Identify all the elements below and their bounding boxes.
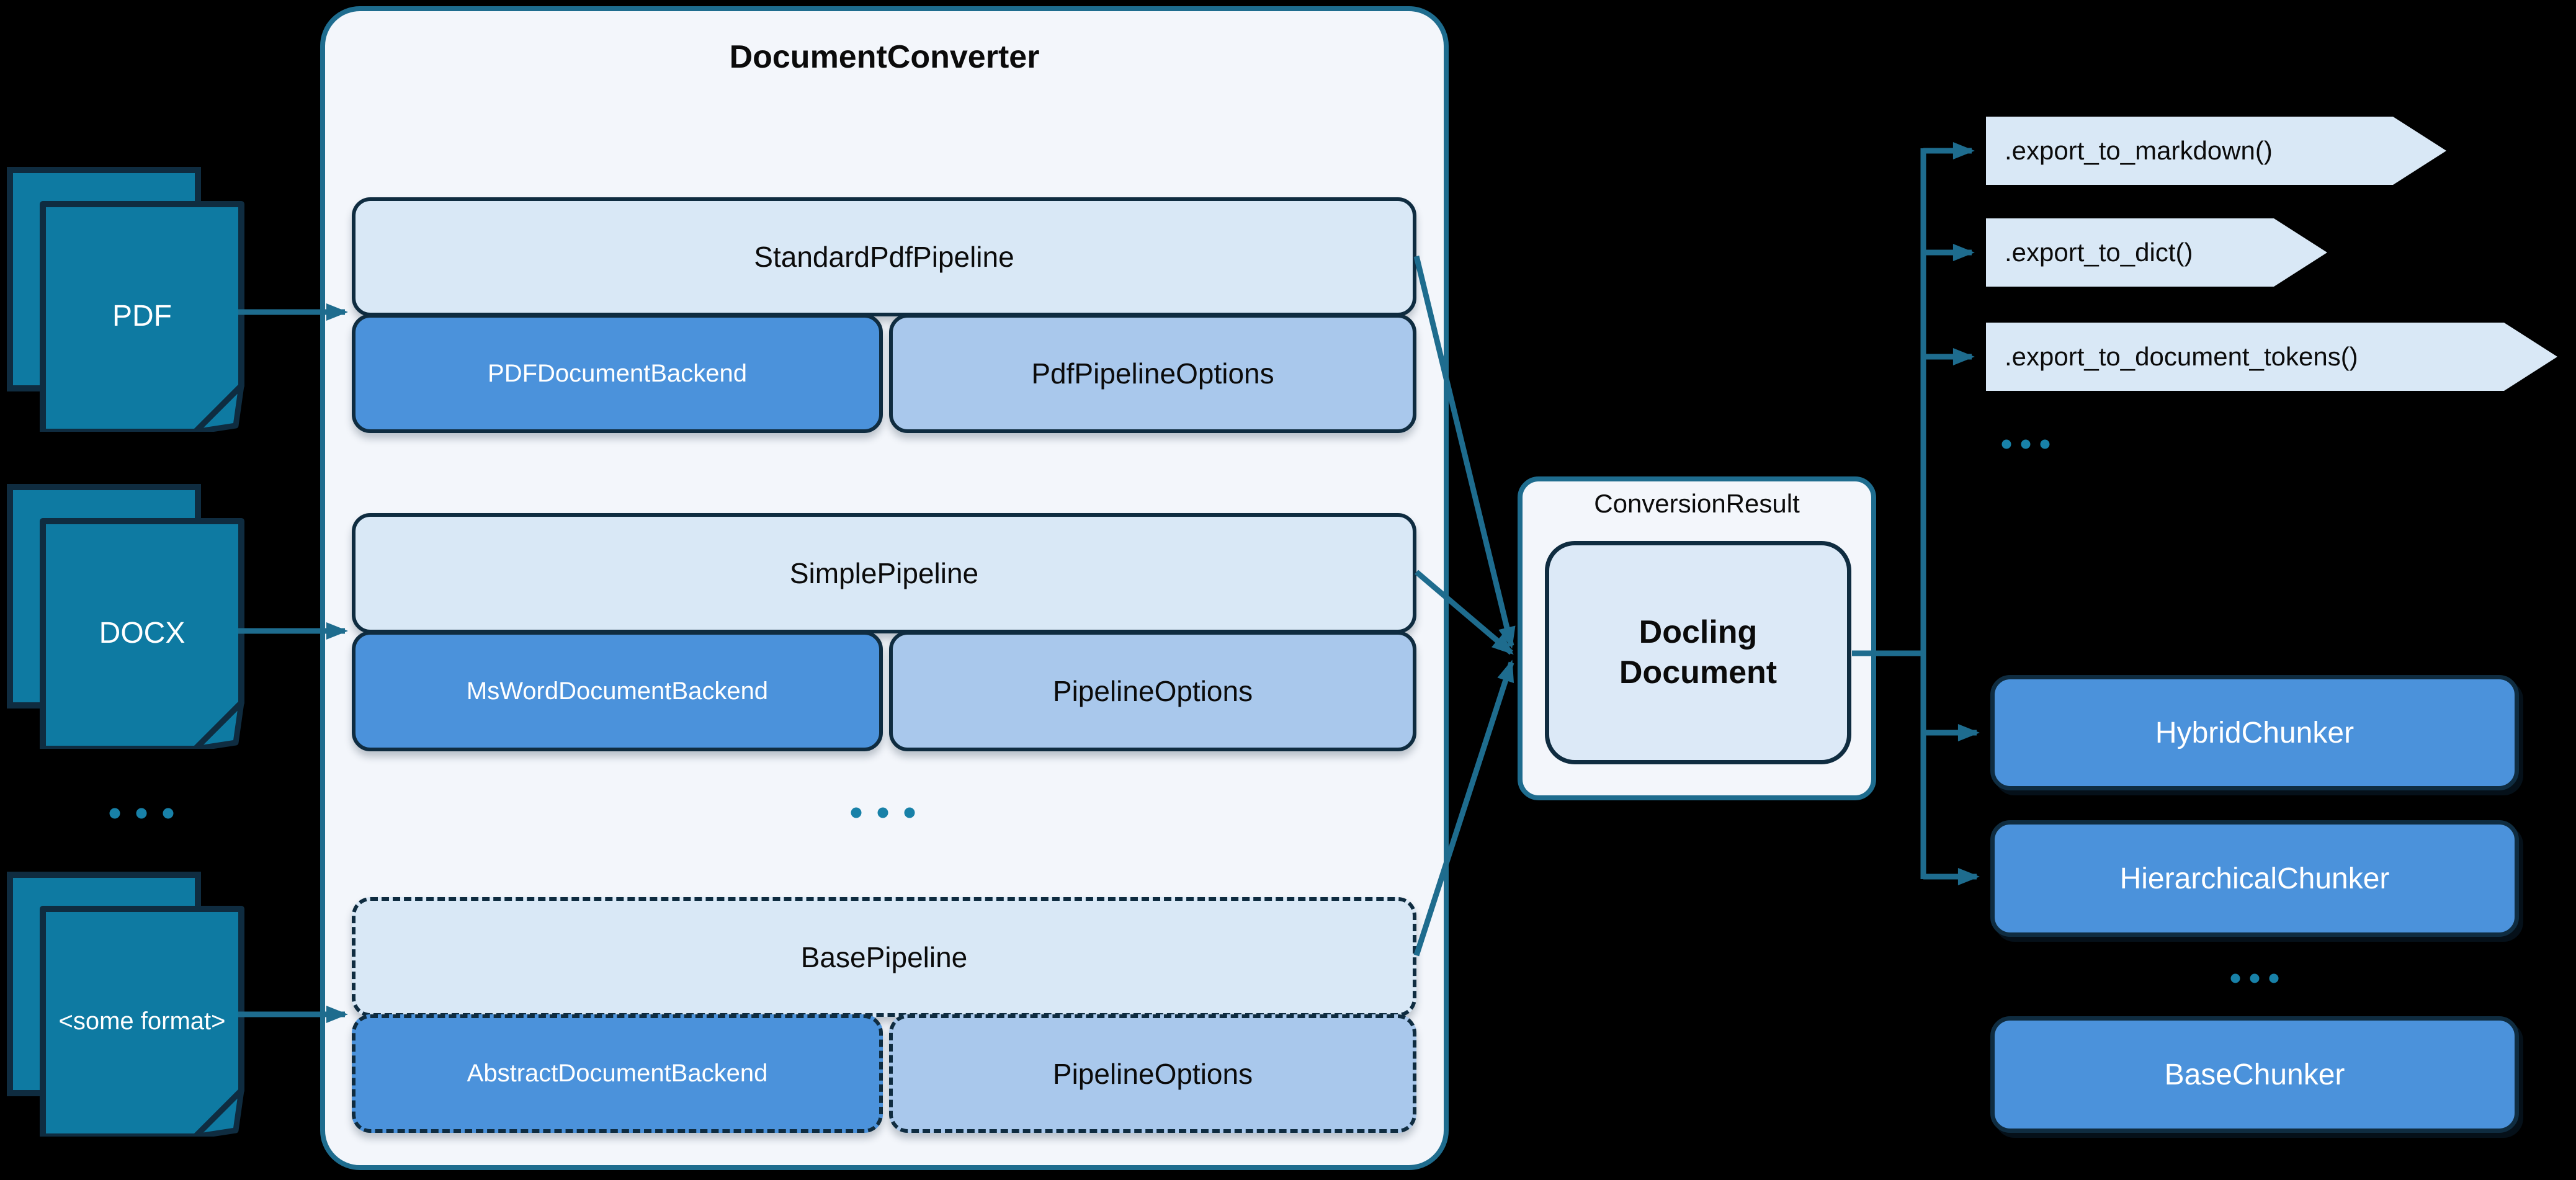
pipeline-box-base: BasePipeline (352, 897, 1416, 1017)
document-page-front-icon (40, 201, 244, 432)
ellipsis-dots-chunkers (2230, 973, 2279, 983)
input-format-label: PDF (112, 300, 172, 333)
ellipsis-dots-inputs (109, 808, 174, 819)
options-box-base: PipelineOptions (889, 1014, 1416, 1133)
document-converter-title: DocumentConverter (729, 39, 1040, 75)
input-stack-docx: DOCX (7, 484, 249, 751)
input-format-label: <some format> (58, 1008, 226, 1035)
pipeline-box-standardpdf: StandardPdfPipeline (352, 197, 1416, 316)
options-box-pdf: PdfPipelineOptions (889, 314, 1416, 433)
ellipsis-dots-exports (2001, 439, 2050, 449)
backend-box-pdf: PDFDocumentBackend (352, 314, 883, 433)
document-page-front-icon (40, 906, 244, 1137)
backend-box-msword: MsWordDocumentBackend (352, 631, 883, 751)
pipeline-box-simple: SimplePipeline (352, 513, 1416, 633)
options-box-simple: PipelineOptions (889, 631, 1416, 751)
export-method-pennant: .export_to_dict() (1986, 218, 2327, 287)
document-page-front-icon (40, 518, 244, 749)
input-stack-some-format: <some format> (7, 872, 249, 1138)
chunker-box-hierarchical: HierarchicalChunker (1990, 820, 2519, 937)
chunker-box-hybrid: HybridChunker (1990, 675, 2519, 790)
docling-document-box: Docling Document (1545, 541, 1851, 764)
ellipsis-dots-converter (851, 807, 915, 818)
chunker-box-base: BaseChunker (1990, 1016, 2519, 1133)
input-format-label: DOCX (99, 617, 186, 650)
conversion-result-label: ConversionResult (1594, 489, 1800, 518)
backend-box-abstract: AbstractDocumentBackend (352, 1014, 883, 1133)
export-method-pennant: .export_to_markdown() (1986, 117, 2446, 185)
input-stack-pdf: PDF (7, 167, 249, 434)
export-method-pennant: .export_to_document_tokens() (1986, 323, 2557, 391)
